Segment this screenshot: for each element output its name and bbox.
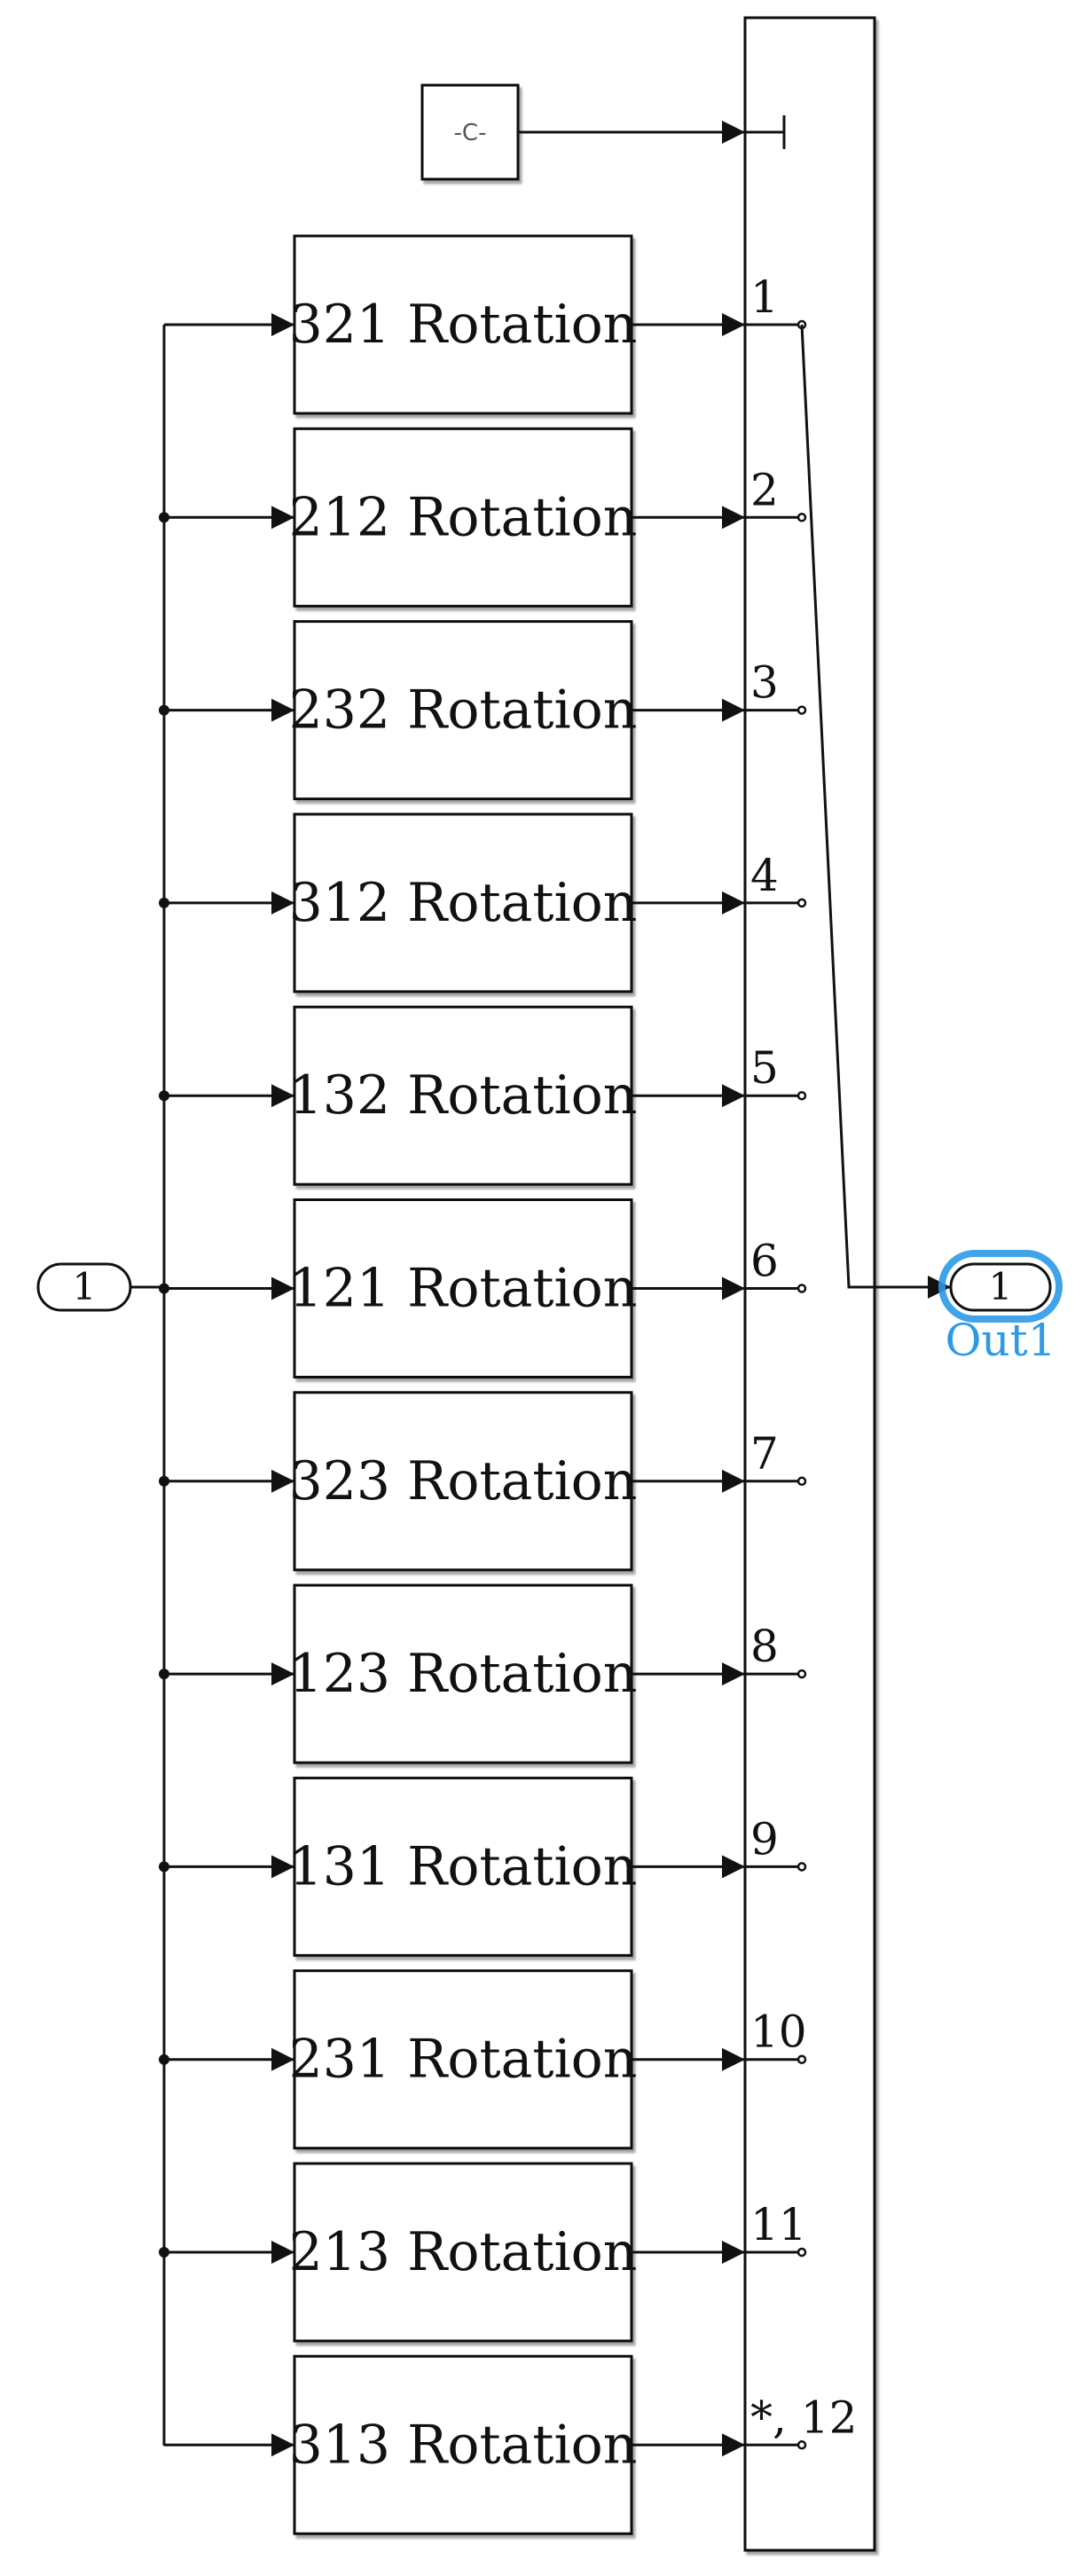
rotation-block-label: 321 Rotation — [289, 294, 638, 356]
switch-port-label: 8 — [750, 1621, 779, 1672]
rotation-row: 213 Rotation 11 — [159, 2162, 807, 2343]
switch-port-label: 10 — [750, 2007, 807, 2058]
switch-port-terminal — [797, 898, 807, 908]
branch-junction-dot — [159, 512, 169, 523]
rotation-block-label: 123 Rotation — [289, 1643, 638, 1705]
rotation-block-label: 213 Rotation — [289, 2221, 638, 2283]
branch-junction-dot — [159, 1475, 169, 1487]
switch-port-terminal — [797, 1284, 807, 1293]
switch-port-label: 2 — [750, 464, 779, 515]
switch-port-label: 5 — [750, 1042, 779, 1094]
inport-1[interactable]: 1 — [36, 1262, 132, 1312]
multiport-switch-block[interactable] — [743, 16, 876, 2552]
selected-output-line[interactable] — [800, 324, 951, 1299]
rotation-row: 231 Rotation 10 — [159, 1969, 807, 2150]
rotation-block[interactable] — [293, 1198, 633, 1378]
switch-port-terminal — [797, 705, 807, 715]
rotation-block-label: 312 Rotation — [289, 872, 638, 934]
switch-port-label: 4 — [750, 850, 779, 901]
switch-port-label: 11 — [750, 2199, 807, 2250]
outport-name: Out1 — [945, 1315, 1056, 1366]
rotation-block[interactable] — [293, 1005, 633, 1186]
rotation-block-label: 231 Rotation — [289, 2029, 638, 2091]
switch-port-terminal — [797, 1476, 807, 1487]
rotation-block[interactable] — [293, 2162, 633, 2343]
rotation-block-label: 212 Rotation — [289, 486, 638, 548]
rotation-row: 123 Rotation 8 — [159, 1583, 807, 1764]
switch-port-label: 3 — [750, 657, 779, 709]
branch-junction-dot — [159, 2054, 169, 2065]
rotation-row: 131 Rotation 9 — [159, 1776, 807, 1957]
constant-block-label: -C- — [454, 120, 487, 146]
rotation-row: 321 Rotation 1 — [164, 234, 807, 415]
switch-port-terminal — [797, 1862, 807, 1872]
rotation-row: 132 Rotation 5 — [159, 1005, 807, 1186]
switch-port-label: 7 — [750, 1428, 779, 1480]
rotation-row: 232 Rotation 3 — [159, 620, 807, 801]
rotation-row: 312 Rotation 4 — [159, 813, 807, 993]
branch-junction-dot — [159, 1669, 169, 1680]
rotation-block[interactable] — [293, 2354, 633, 2535]
inport-number: 1 — [73, 1265, 97, 1308]
rotation-block[interactable] — [293, 234, 633, 415]
rotation-block[interactable] — [293, 620, 633, 801]
branch-junction-dot — [159, 1090, 169, 1102]
switch-port-terminal — [797, 2054, 807, 2064]
switch-port-label: *, 12 — [750, 2391, 857, 2443]
rotation-row: 323 Rotation 7 — [159, 1391, 807, 1572]
switch-port-terminal — [797, 1090, 807, 1101]
outport-1[interactable]: 1 Out1 — [938, 1250, 1063, 1366]
rotation-block-label: 313 Rotation — [289, 2414, 638, 2476]
rotation-blocks: 321 Rotation 1 212 Rotation 2 232 Rotation 3 3… — [159, 234, 857, 2535]
rotation-block-label: 323 Rotation — [289, 1450, 638, 1512]
branch-junction-dot — [159, 1861, 169, 1873]
rotation-row: 212 Rotation 2 — [159, 427, 807, 608]
rotation-block-label: 132 Rotation — [289, 1064, 638, 1127]
rotation-row: 313 Rotation *, 12 — [164, 2354, 857, 2535]
rotation-row: 121 Rotation 6 — [159, 1198, 807, 1378]
switch-port-terminal — [797, 513, 807, 522]
switch-port-label: 9 — [750, 1813, 779, 1865]
branch-junction-dot — [159, 1283, 169, 1294]
switch-port-terminal — [797, 1669, 807, 1679]
rotation-block[interactable] — [293, 1776, 633, 1957]
rotation-block-label: 232 Rotation — [289, 679, 638, 742]
rotation-block-label: 131 Rotation — [289, 1835, 638, 1897]
switch-port-terminal — [797, 2440, 807, 2450]
branch-junction-dot — [159, 2247, 169, 2258]
rotation-block[interactable] — [293, 427, 633, 608]
switch-port-terminal — [797, 2247, 807, 2258]
constant-block[interactable]: -C- — [420, 83, 520, 181]
switch-port-label: 6 — [750, 1236, 779, 1287]
outport-number: 1 — [989, 1265, 1013, 1308]
rotation-block[interactable] — [293, 1969, 633, 2150]
rotation-block-label: 121 Rotation — [289, 1258, 638, 1320]
rotation-block[interactable] — [293, 813, 633, 993]
switch-port-label: 1 — [750, 271, 779, 323]
branch-junction-dot — [159, 704, 169, 716]
branch-junction-dot — [159, 897, 169, 908]
